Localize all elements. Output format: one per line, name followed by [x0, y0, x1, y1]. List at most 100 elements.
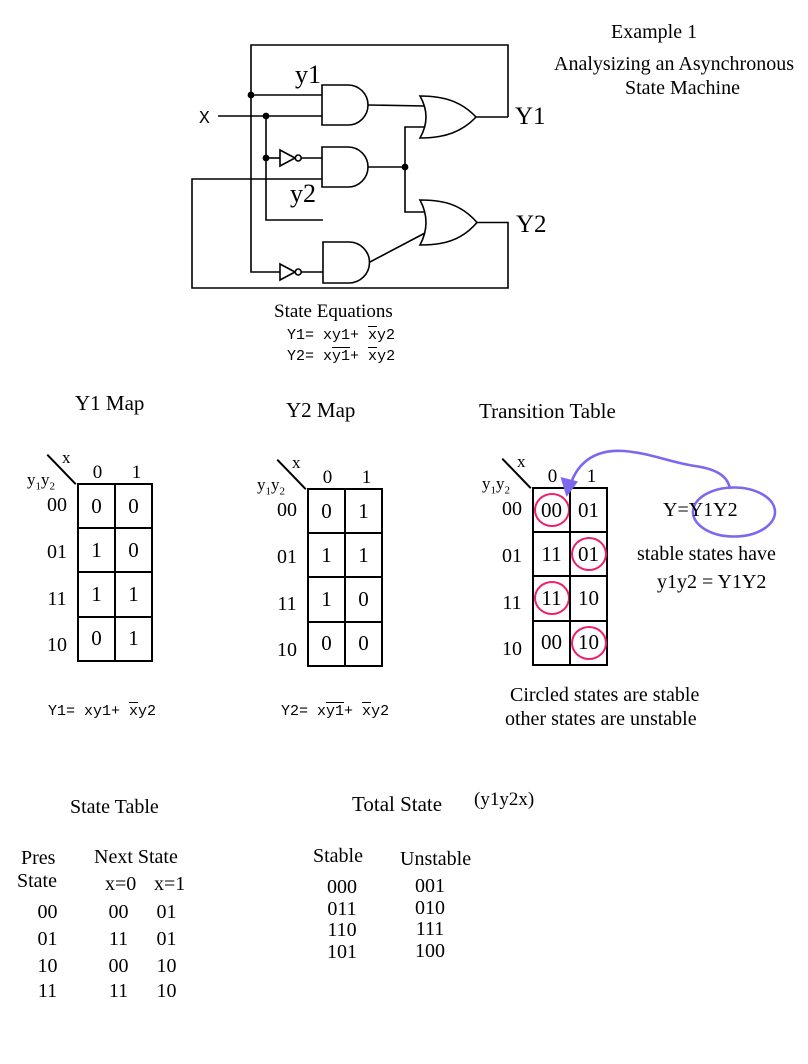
next-state-header: Next State [94, 846, 178, 868]
stable-state-circle: 10 [570, 625, 607, 660]
stable-state: 000 [327, 876, 357, 898]
state-equations-title: State Equations [274, 301, 393, 322]
transition-cell: 01 [569, 531, 607, 576]
pres-state-header2: State [17, 870, 57, 892]
kmap-cell: 1 [77, 527, 114, 572]
kmap-cell: 0 [114, 483, 151, 528]
circled-note-line1: Circled states are stable [510, 684, 700, 706]
pres-state-header: Pres [21, 847, 56, 869]
inverter2 [279, 262, 297, 282]
y1y2-ellipse [691, 486, 777, 538]
kmap-x-axis-label: x [517, 452, 526, 471]
stable-note-line2: y1y2 = Y1Y2 [657, 571, 767, 593]
stable-note-line1: stable states have [637, 543, 776, 565]
kmap-cell: 1 [114, 615, 151, 660]
unstable-state: 100 [415, 939, 445, 962]
state-equation-y2: Y2= xy1+ xy2 [287, 348, 396, 365]
stable-state: 101 [327, 940, 357, 963]
kmap-cell: 0 [344, 620, 381, 665]
table-cell: 00 [37, 901, 58, 923]
kmap-cell: 1 [307, 532, 344, 577]
state-equation-y1: Y1= xy1+ xy2 [287, 327, 396, 344]
kmap-row-label: 00 [47, 494, 67, 516]
y1-feedback-wire [250, 44, 509, 273]
kmap-row-label: 11 [277, 593, 297, 615]
x-input-label: X [199, 109, 210, 129]
y1-map-title: Y1 Map [75, 391, 145, 415]
and-gate-2 [321, 146, 369, 188]
arrowhead [560, 477, 578, 497]
total-state-suffix: (y1y2x) [474, 789, 535, 810]
x1-header: x=1 [154, 873, 186, 895]
kmap-row-label: 00 [502, 498, 522, 520]
example-label: Example 1 [611, 21, 698, 43]
kmap-row-label: 11 [502, 592, 522, 614]
table-cell: 01 [156, 901, 177, 923]
y1-map-equation: Y1= xy1+ xy2 [48, 703, 157, 720]
kmap-col-label: 1 [361, 467, 372, 488]
table-cell: 00 [108, 955, 129, 977]
curved-arrow [568, 449, 732, 490]
junction-dots [247, 91, 409, 171]
y2-kmap-grid: 0 1 1 1 1 0 0 0 [307, 488, 383, 667]
y2-map-title: Y2 Map [286, 398, 356, 422]
table-cell: 11 [108, 980, 129, 1002]
unstable-state: 010 [415, 896, 445, 919]
transition-cell: 01 [569, 487, 606, 532]
or-gate-1 [418, 95, 478, 139]
y2-map-equation: Y2= xy1+ xy2 [281, 703, 390, 720]
kmap-cell: 1 [114, 571, 151, 616]
transition-cell: 10 [569, 575, 606, 620]
total-state-title: Total State [352, 792, 443, 816]
y2-wire-label: y2 [290, 179, 316, 208]
transition-grid: 00 01 11 01 11 10 00 10 [532, 487, 608, 666]
or-gate-2 [418, 199, 479, 246]
stable-state: 110 [327, 919, 357, 941]
transition-cell: 00 [532, 487, 570, 532]
kmap-cell: 0 [344, 576, 381, 621]
stable-state: 011 [327, 897, 357, 920]
kmap-cell: 1 [344, 488, 381, 533]
unstable-state: 001 [415, 875, 445, 897]
table-cell: 10 [156, 955, 177, 977]
unstable-column-header: Unstable [400, 848, 472, 870]
kmap-col-label: 1 [131, 462, 142, 483]
state-table-title: State Table [70, 796, 159, 818]
annotation-arrow-overlay [560, 449, 777, 538]
kmap-row-label: 01 [277, 546, 297, 568]
kmap-row-label: 10 [47, 634, 67, 656]
kmap-col-label: 1 [586, 466, 597, 487]
stable-states-list: 000 011 110 101 [319, 876, 365, 963]
table-cell: 11 [37, 980, 58, 1002]
kmap-col-label: 0 [92, 462, 103, 483]
transition-cell: 11 [532, 531, 569, 576]
kmap-cell: 0 [77, 615, 114, 660]
transition-table-title: Transition Table [479, 399, 616, 423]
kmap-cell: 0 [307, 620, 344, 665]
stable-state-circle: 01 [570, 537, 607, 572]
transition-cell: 10 [569, 619, 607, 664]
table-cell: 10 [156, 980, 177, 1002]
table-cell: 11 [108, 928, 129, 950]
kmap-col-label: 0 [322, 467, 333, 488]
inverter1 [279, 148, 297, 168]
Y2-output-label: Y2 [516, 211, 547, 238]
stable-column-header: Stable [313, 845, 363, 867]
kmap-cell: 0 [114, 527, 151, 572]
y1-wire-label: y1 [295, 60, 321, 89]
kmap-row-axis-label: y1y2 [482, 474, 510, 497]
transition-cell: 11 [532, 575, 570, 620]
stable-state-circle: 11 [533, 581, 570, 616]
x-branch-wire [265, 116, 323, 221]
kmap-row-axis-label: y1y2 [27, 470, 55, 493]
y1-kmap: x y1y2 0 1 00 01 11 10 0 0 1 0 1 1 0 1 [20, 443, 180, 683]
y2-feedback-wire [191, 178, 509, 289]
kmap-cell: 1 [344, 532, 381, 577]
unstable-states-list: 001 010 111 100 [407, 875, 453, 962]
kmap-col-label: 0 [547, 466, 558, 487]
logic-circuit-diagram: X y1 y2 Y1 Y2 [191, 44, 547, 289]
table-cell: 01 [37, 928, 58, 950]
circled-note-line2: other states are unstable [505, 708, 697, 730]
table-cell: 01 [156, 928, 177, 950]
